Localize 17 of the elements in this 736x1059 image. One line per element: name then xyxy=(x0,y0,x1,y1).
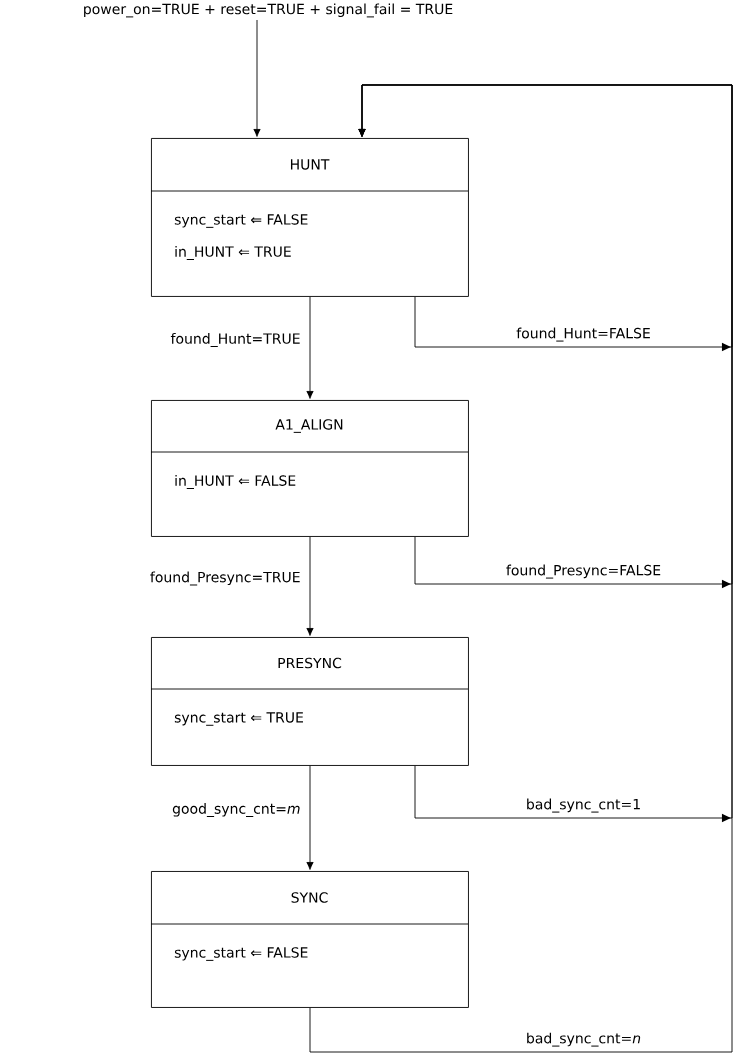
state-box: SYNC sync_start ⇐ FALSE xyxy=(150,871,469,1008)
arrow xyxy=(306,296,314,399)
arrow xyxy=(306,536,314,636)
state-box: PRESYNC sync_start ⇐ TRUE xyxy=(150,637,469,766)
state-box: A1_ALIGN in_HUNT ⇐ FALSE xyxy=(150,400,469,537)
edge-label: bad_sync_cnt=n xyxy=(524,1031,643,1048)
arrow xyxy=(309,84,733,1053)
edge-label: found_Presync=FALSE xyxy=(504,563,663,580)
state-box: HUNT sync_start ⇐ FALSE in_HUNT ⇐ TRUE xyxy=(150,138,469,297)
edge-label: found_Hunt=FALSE xyxy=(515,326,652,343)
arrow xyxy=(253,19,261,137)
edge-label: found_Presync=TRUE xyxy=(148,570,302,587)
edge-label: found_Hunt=TRUE xyxy=(169,332,302,348)
edge-label: power_on=TRUE + reset=TRUE + signal_fail = TRUE xyxy=(81,2,455,19)
edge-label: good_sync_cnt=m xyxy=(171,802,302,818)
arrow xyxy=(306,765,314,870)
edge-label: bad_sync_cnt=1 xyxy=(524,797,643,814)
